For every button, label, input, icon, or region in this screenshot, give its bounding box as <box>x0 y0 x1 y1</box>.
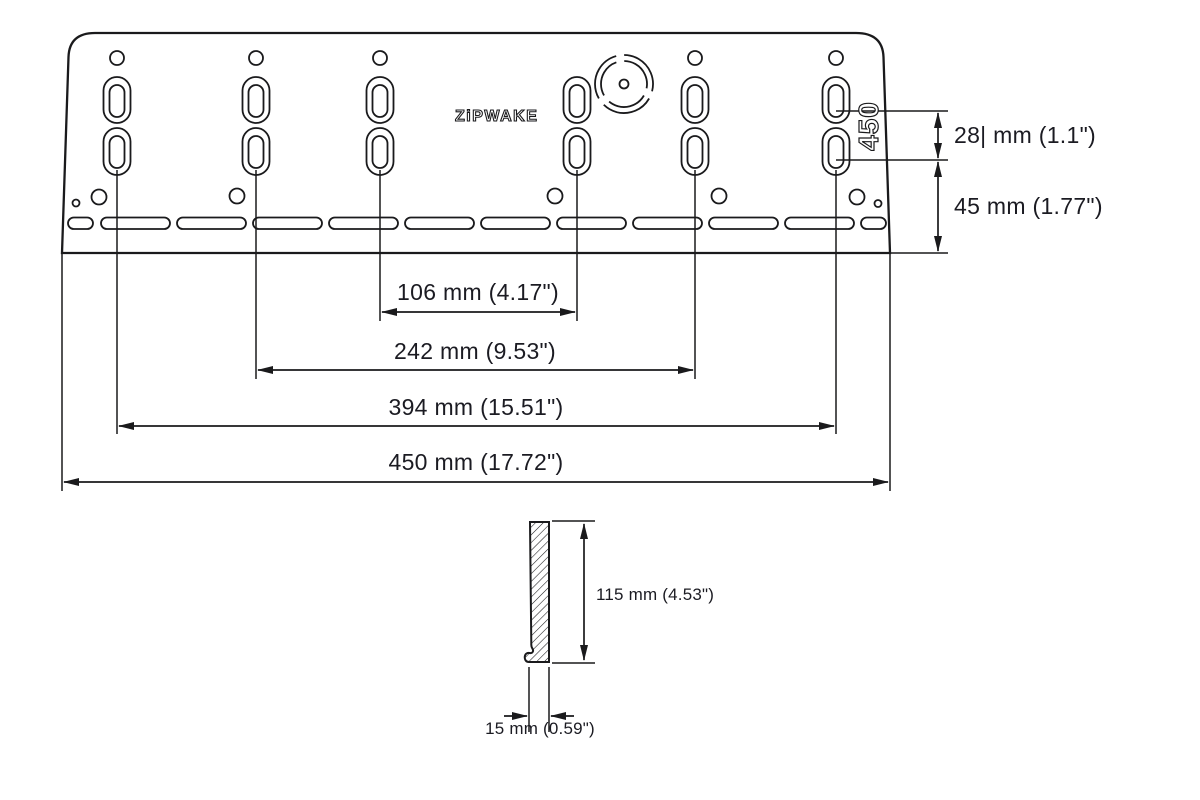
lower-pilot-holes <box>71 187 883 208</box>
dimension-label-slot-to-bottom: 45 mm (1.77") <box>954 193 1103 219</box>
dimension-label-inner-slot-span: 106 mm (4.17") <box>397 279 559 305</box>
dimension-lines-horizontal <box>61 170 891 491</box>
dimension-label-plate-width: 450 mm (17.72") <box>388 449 564 475</box>
plate-top-view <box>60 31 892 255</box>
bottom-vent-slots <box>67 216 887 230</box>
dimension-lines-vertical <box>836 110 948 254</box>
plate-cross-section <box>523 521 550 663</box>
side-profile-view <box>504 520 595 732</box>
plate-outline <box>60 31 892 255</box>
dimension-label-outer-slot-span: 394 mm (15.51") <box>388 394 564 420</box>
dimension-label-middle-slot-span: 242 mm (9.53") <box>394 338 556 364</box>
mounting-slots <box>102 76 851 176</box>
dimension-label-profile-thickness: 15 mm (0.59") <box>485 719 595 738</box>
top-pilot-holes <box>109 50 844 66</box>
dimension-label-profile-height: 115 mm (4.53") <box>596 585 715 604</box>
profile-thickness-dimension <box>504 667 574 732</box>
dimension-label-slot-row-spacing: 28| mm (1.1") <box>954 122 1097 148</box>
plate-size-marking: 450 <box>853 101 884 151</box>
zipwake-logo: ZiPWAKE <box>455 108 538 125</box>
profile-height-dimension <box>552 520 595 664</box>
